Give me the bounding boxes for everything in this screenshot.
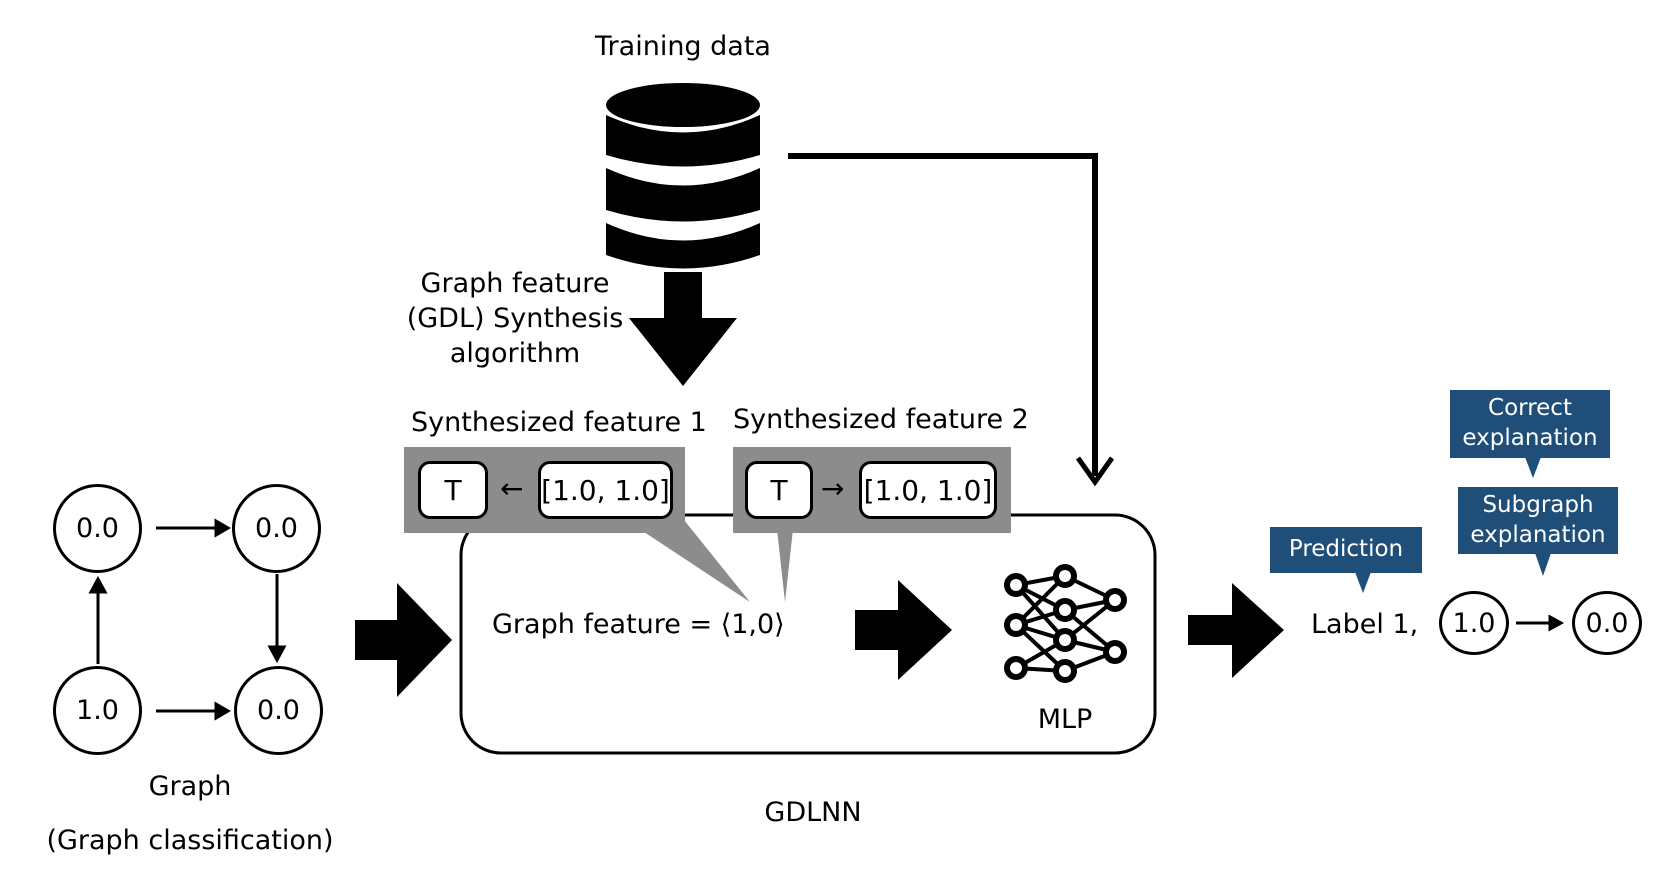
graph-node-top-left: 0.0: [53, 484, 142, 573]
feature-2-node: T: [745, 461, 813, 519]
training-data-title: Training data: [595, 31, 771, 62]
graph-edges: [88, 518, 287, 721]
feature-2-arrow: →: [821, 472, 845, 505]
synthesis-line-3: algorithm: [449, 338, 581, 369]
feature-1-callout: T ← [1.0, 1.0]: [404, 447, 685, 533]
feature-1-node: T: [418, 461, 488, 519]
correct-explanation-tag: Correct explanation: [1450, 390, 1610, 458]
graph-label: Graph: [148, 771, 232, 802]
synthesis-line-2: (GDL) Synthesis: [406, 303, 624, 334]
data-to-mlp-arrow: [788, 153, 1115, 487]
feature-1-value: [1.0, 1.0]: [538, 461, 673, 519]
feature-1-arrow: ←: [500, 472, 524, 505]
database-icon: [606, 83, 760, 269]
prediction-label: Label 1,: [1311, 609, 1419, 640]
feature-to-mlp-arrow: [855, 580, 952, 680]
output-edge: [1516, 614, 1565, 632]
prediction-tag-text: Prediction: [1288, 536, 1404, 563]
subgraph-explanation-tag: Subgraph explanation: [1458, 487, 1618, 554]
graph-feature-text: Graph feature = ⟨1,0⟩: [492, 609, 785, 640]
feature-2-value: [1.0, 1.0]: [859, 461, 997, 519]
subgraph-tag-line-1: Subgraph: [1482, 491, 1594, 518]
callout-pointer-2: [776, 520, 794, 602]
prediction-tag-pointer: [1355, 572, 1371, 593]
output-arrow: [1188, 583, 1284, 678]
output-node-from: 1.0: [1439, 591, 1509, 655]
graph-node-bottom-left: 1.0: [53, 666, 142, 755]
output-node-to: 0.0: [1572, 591, 1642, 655]
mlp-network-icon: [1004, 564, 1127, 683]
graph-node-top-right: 0.0: [232, 484, 321, 573]
graph-node-bottom-right: 0.0: [234, 666, 323, 755]
synthesis-arrow: [629, 272, 737, 386]
feature-1-title: Synthesized feature 1: [411, 407, 707, 438]
input-arrow: [355, 583, 452, 697]
callout-pointer-1: [626, 520, 750, 602]
correct-tag-line-2: explanation: [1462, 425, 1598, 451]
mlp-label: MLP: [1037, 704, 1093, 735]
synthesis-label: Graph feature (GDL) Synthesis algorithm: [395, 266, 635, 371]
gdlnn-label: GDLNN: [764, 797, 862, 828]
subgraph-tag-pointer: [1535, 553, 1551, 576]
graph-sublabel: (Graph classification): [46, 825, 334, 856]
feature-2-callout: T → [1.0, 1.0]: [733, 447, 1011, 533]
prediction-tag: Prediction: [1270, 527, 1422, 573]
correct-tag-pointer: [1525, 457, 1541, 478]
correct-tag-line-1: Correct: [1488, 395, 1572, 422]
subgraph-tag-line-2: explanation: [1470, 521, 1606, 548]
synthesis-line-1: Graph feature: [420, 268, 610, 299]
feature-2-title: Synthesized feature 2: [733, 404, 1029, 435]
